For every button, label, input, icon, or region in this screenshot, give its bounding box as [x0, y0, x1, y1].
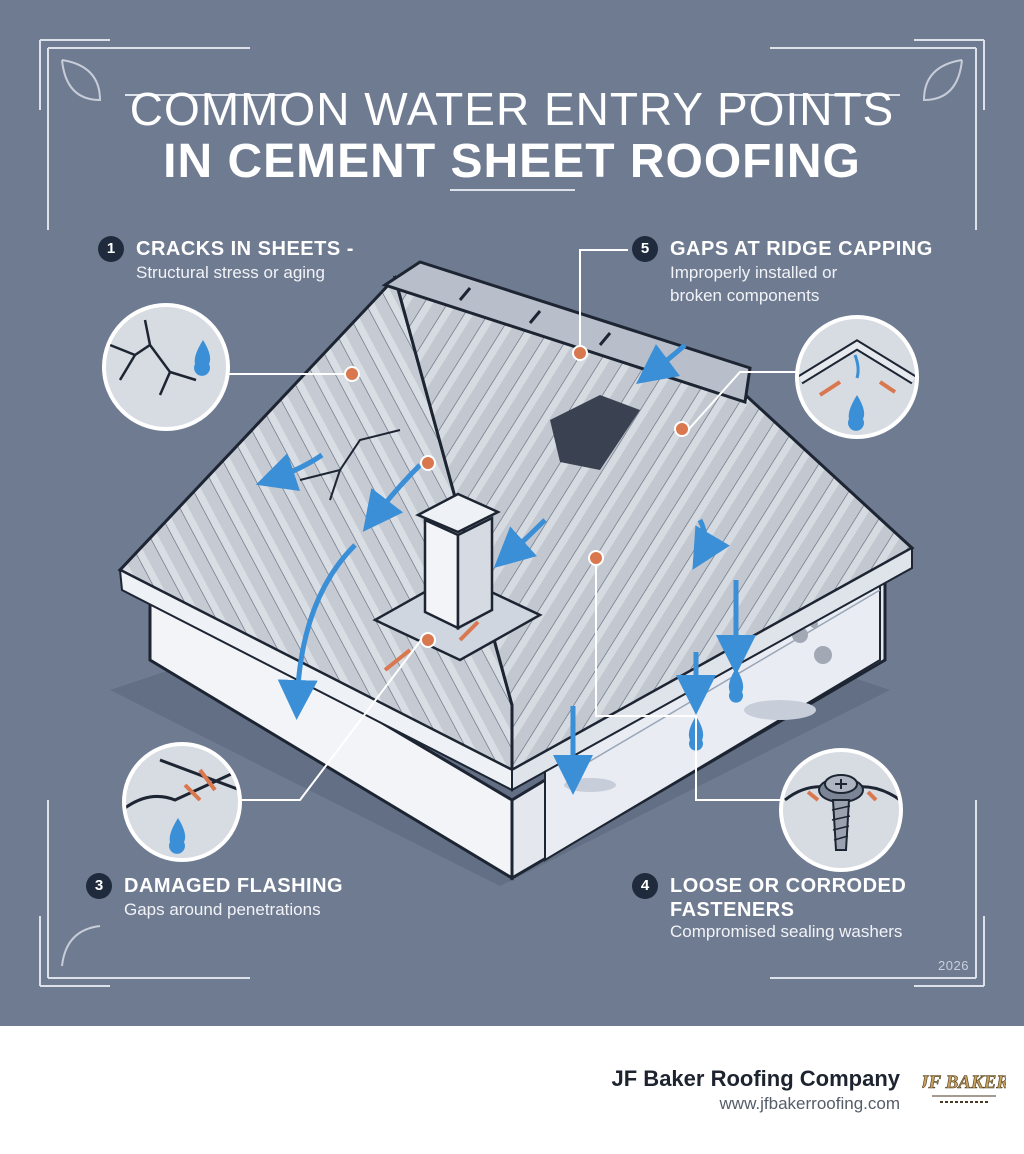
roof-illustration — [39, 39, 985, 987]
crack-icon — [109, 319, 197, 396]
company-website[interactable]: www.jfbakerroofing.com — [719, 1094, 900, 1113]
flashing-detail-circle — [124, 744, 240, 860]
callout-heading: DAMAGED FLASHING — [124, 875, 344, 897]
callout-heading: CRACKS IN SHEETS - — [136, 238, 354, 260]
title-line-1: COMMON WATER ENTRY POINTS — [129, 83, 895, 135]
water-flow-arrows — [255, 343, 756, 795]
callout-number: 1 — [98, 236, 124, 262]
callout-number: 4 — [632, 873, 658, 899]
callout-heading: GAPS AT RIDGE CAPPING — [670, 238, 933, 260]
callout-heading-line-2: FASTENERS — [670, 899, 795, 921]
company-name: JF Baker Roofing Company — [611, 1066, 900, 1091]
screw-icon — [818, 774, 864, 851]
callout-heading-line-1: LOOSE OR CORRODED — [670, 875, 907, 897]
callout-description: Compromised sealing washers — [670, 922, 903, 941]
callout-description-line-2: broken components — [670, 286, 820, 305]
callout-number: 3 — [86, 873, 112, 899]
ridge-detail-circle — [797, 317, 917, 437]
company-logo: JF BAKER — [922, 1072, 1006, 1103]
title-line-2: IN CEMENT SHEET ROOFING — [163, 135, 861, 188]
fastener-detail-circle — [781, 750, 901, 870]
callout-number: 5 — [632, 236, 658, 262]
svg-text:JF BAKER: JF BAKER — [922, 1072, 1006, 1093]
year-label: 2026 — [938, 958, 969, 973]
corner-frame — [39, 39, 985, 987]
callout-description: Structural stress or aging — [136, 263, 325, 282]
infographic-poster: COMMON WATER ENTRY POINTS IN CEMENT SHEE… — [0, 0, 1024, 1026]
callout-description: Gaps around penetrations — [124, 900, 321, 919]
crack-detail-circle — [104, 305, 228, 429]
callout-description-line-1: Improperly installed or — [670, 263, 838, 282]
damage-markers — [344, 345, 690, 648]
